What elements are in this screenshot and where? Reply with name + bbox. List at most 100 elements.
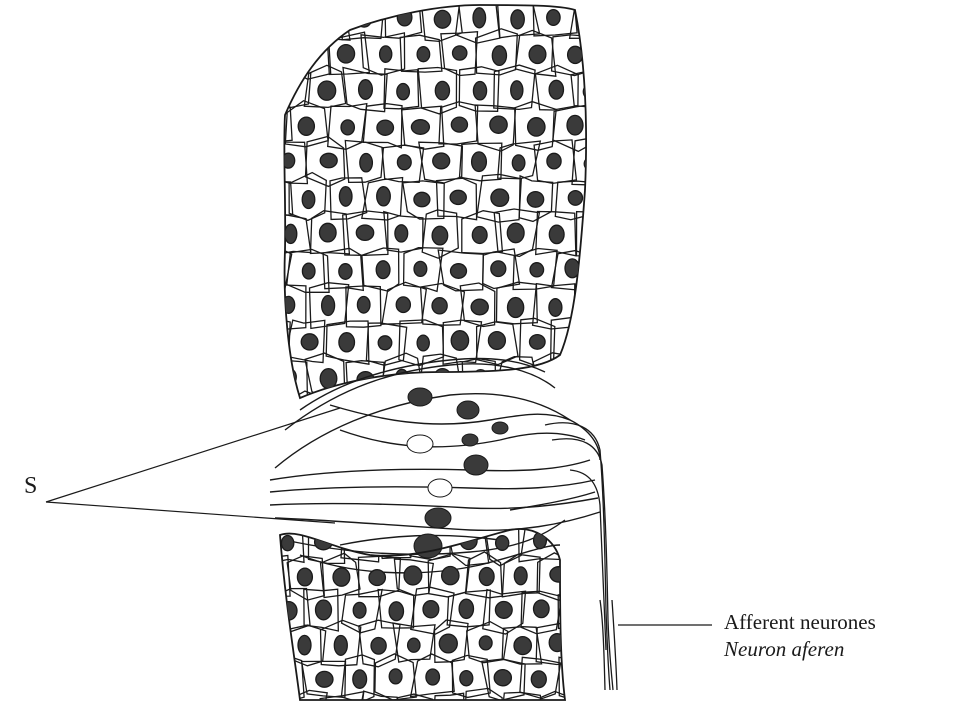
cell-nucleus [264, 635, 280, 652]
cell-nucleus [371, 638, 386, 655]
cell-nucleus [408, 638, 420, 652]
cell-nucleus [315, 534, 333, 549]
cell-nucleus [584, 226, 598, 244]
epithelial-cell [326, 394, 367, 435]
cell-nucleus [414, 261, 427, 276]
cell-nucleus [549, 299, 562, 317]
cell-nucleus [434, 10, 450, 28]
epithelial-cell [595, 320, 633, 367]
cell-nucleus [282, 296, 295, 313]
cell-nucleus [531, 671, 546, 688]
cell-nucleus [369, 570, 385, 586]
cell-nucleus [353, 602, 366, 618]
cell-nucleus [411, 407, 429, 423]
cell-nucleus [451, 331, 468, 351]
cell-nucleus [586, 370, 599, 384]
epithelial-cell [592, 245, 635, 287]
epithelial-cell [558, 589, 595, 629]
cell-nucleus [371, 704, 388, 708]
epithelial-cell [464, 688, 503, 708]
cell-nucleus [354, 536, 370, 551]
cell-nucleus [320, 153, 337, 167]
cell-nucleus [316, 600, 332, 620]
cell-nucleus [423, 601, 439, 618]
cell-nucleus [495, 602, 512, 619]
cell-nucleus [320, 369, 337, 389]
cell-nucleus [360, 154, 373, 172]
cell-nucleus [302, 191, 315, 209]
cell-nucleus [549, 80, 563, 99]
cell-nucleus [353, 670, 367, 688]
cell-nucleus [439, 634, 457, 653]
cell-nucleus [534, 532, 547, 549]
label-afferent-neurones: Afferent neurones [724, 610, 876, 635]
cell-nucleus [406, 704, 419, 708]
cell-nucleus [549, 225, 564, 243]
cell-nucleus [473, 82, 486, 100]
cell-nucleus [459, 599, 473, 618]
cell-nucleus [496, 536, 509, 551]
cell-nucleus [510, 371, 526, 386]
epithelial-cell [559, 521, 596, 564]
cell-nucleus [262, 333, 279, 349]
cell-nucleus [604, 190, 622, 205]
cell-nucleus [527, 192, 543, 208]
cell-nucleus [514, 702, 532, 708]
cell-nucleus [529, 45, 546, 63]
cell-nucleus [478, 703, 493, 708]
epithelial-cell [253, 694, 291, 708]
cell-nucleus [528, 118, 545, 136]
cell-nucleus [300, 45, 317, 64]
cell-nucleus [547, 153, 561, 169]
cell-nucleus [433, 153, 450, 169]
leader-line-s-lower [46, 502, 335, 523]
cell-nucleus [514, 637, 531, 655]
cell-nucleus [566, 534, 584, 551]
epithelial-cell [554, 389, 595, 437]
cell-nucleus [568, 191, 582, 206]
cell-nucleus [569, 333, 583, 350]
epithelial-cell [268, 0, 307, 39]
cell-nucleus [451, 117, 467, 132]
cell-nucleus [568, 46, 583, 63]
cell-nucleus [359, 80, 373, 100]
cell-nucleus [316, 671, 333, 687]
cell-nucleus [285, 224, 297, 243]
cell-nucleus [550, 567, 568, 582]
cell-nucleus [607, 46, 620, 61]
cell-nucleus [404, 566, 422, 585]
leader-line-s-upper [46, 408, 340, 502]
cell-nucleus [380, 46, 392, 62]
cell-nucleus [333, 568, 350, 586]
cell-nucleus [586, 296, 603, 313]
cell-nucleus [549, 634, 565, 652]
cell-nucleus [282, 9, 297, 24]
cell-nucleus [298, 117, 314, 135]
cell-nucleus [357, 297, 370, 314]
cell-nucleus [491, 261, 506, 277]
cell-nucleus [604, 262, 621, 278]
cell-nucleus [588, 569, 600, 584]
cell-nucleus [435, 369, 451, 385]
epithelial-cell [248, 318, 290, 363]
cell-nucleus [534, 600, 550, 618]
cell-nucleus [322, 296, 335, 316]
cell-nucleus [320, 223, 337, 242]
cell-nucleus [281, 602, 297, 620]
cell-nucleus [567, 600, 582, 617]
cell-nucleus [397, 9, 412, 26]
cell-nucleus [471, 299, 488, 315]
cell-nucleus [397, 155, 411, 170]
cell-nucleus [335, 702, 351, 708]
cell-nucleus [265, 117, 277, 132]
cell-nucleus [377, 187, 391, 206]
epithelial-cell [576, 557, 615, 597]
cell-nucleus [512, 155, 525, 171]
cell-nucleus [588, 635, 601, 654]
cell-nucleus [301, 334, 318, 350]
cell-nucleus [356, 225, 373, 240]
cell-nucleus [318, 81, 336, 100]
cell-nucleus [302, 263, 315, 279]
cell-nucleus [494, 670, 511, 686]
